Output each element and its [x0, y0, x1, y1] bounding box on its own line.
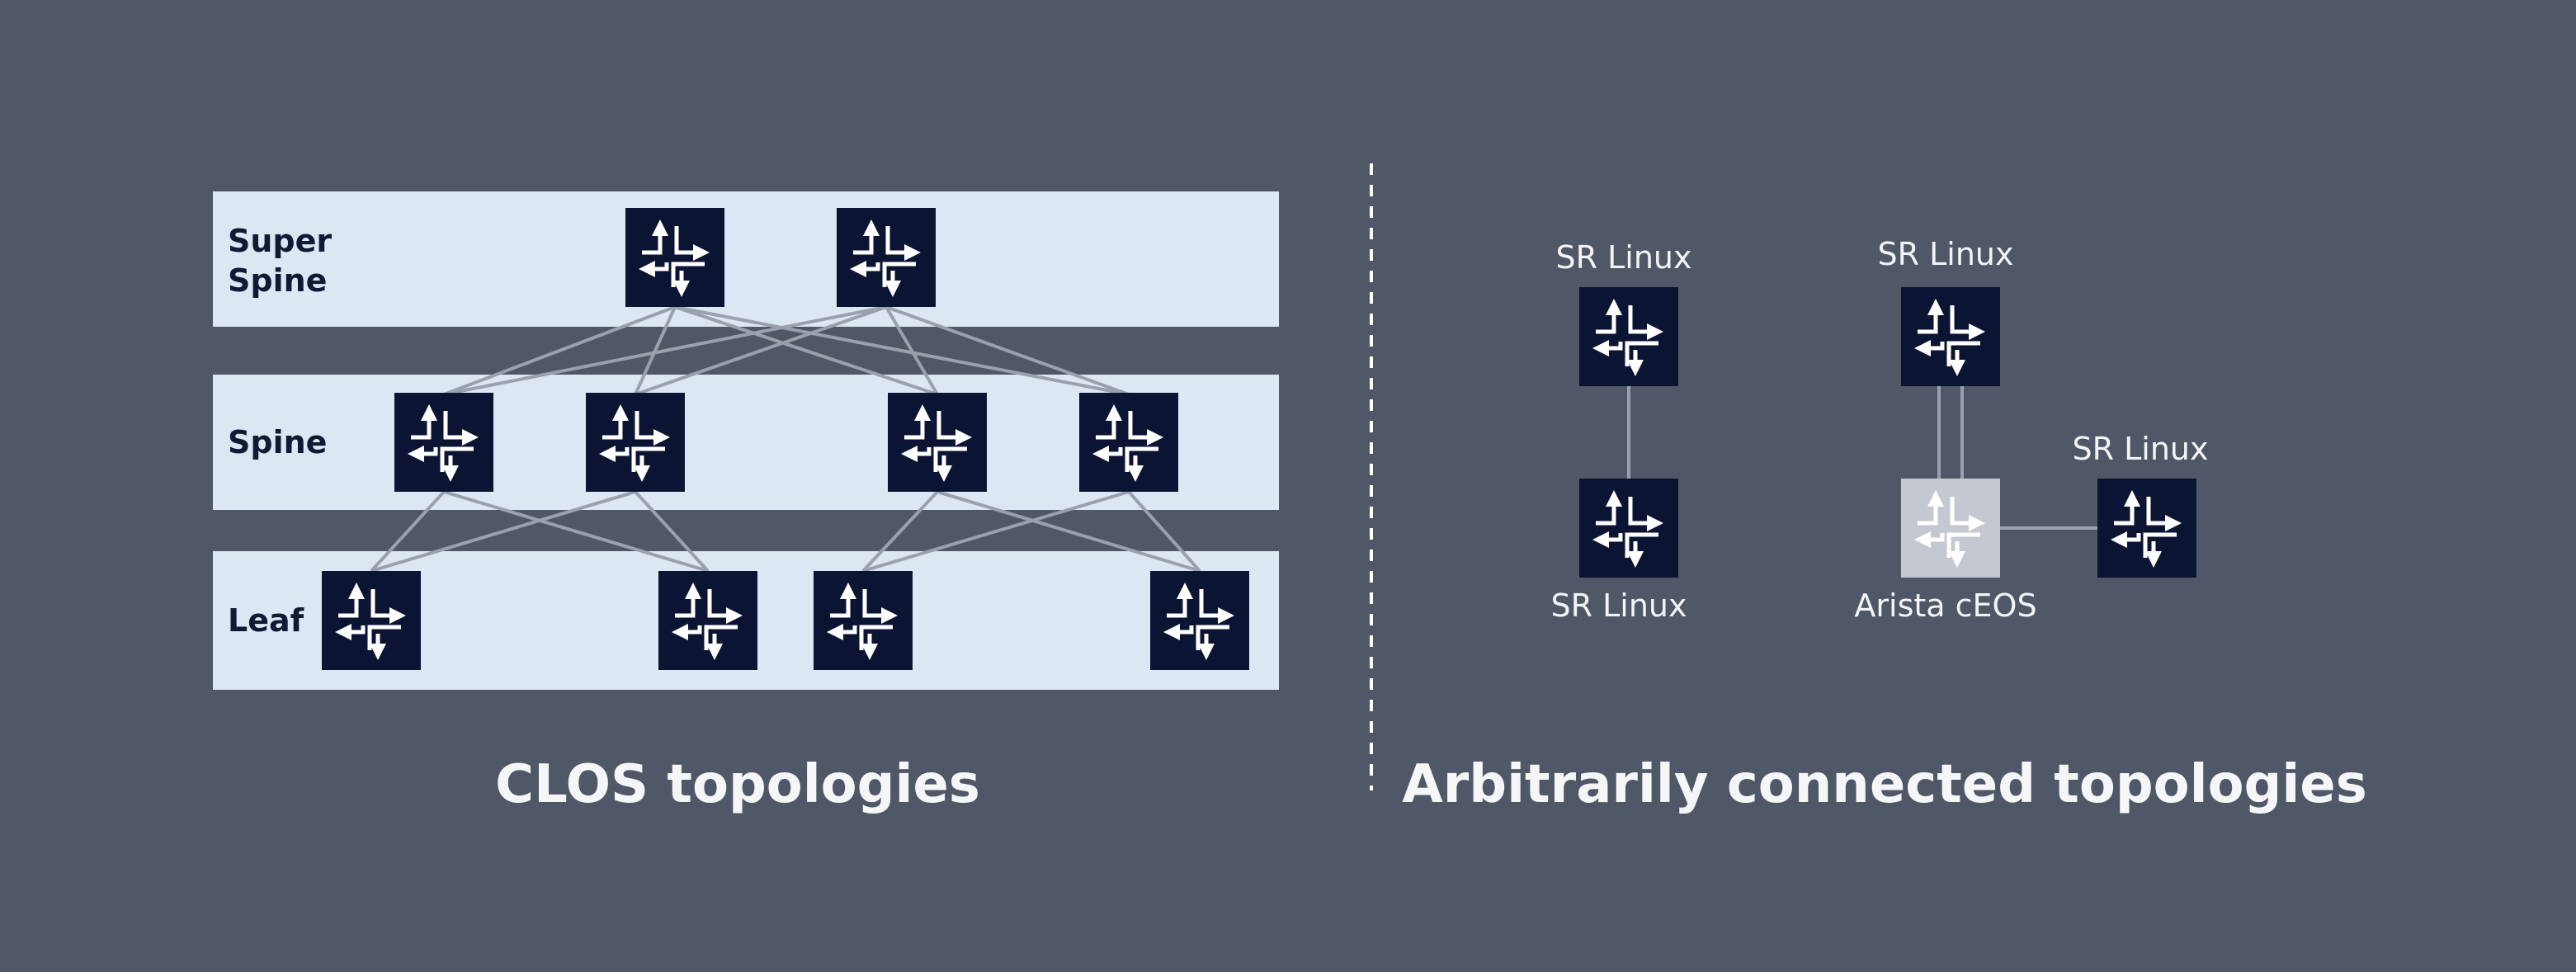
leaf-router-2	[658, 571, 757, 670]
arbitrary-router-b-bottom	[1901, 479, 2000, 578]
super-spine-router-2	[837, 208, 936, 307]
band-super-spine	[213, 191, 1279, 327]
caption-arbitrary: Arbitrarily connected topologies	[1402, 754, 2367, 815]
clos-links-upper	[443, 305, 1130, 396]
label-a-top: SR Linux	[1555, 239, 1692, 276]
arbitrary-links	[1627, 386, 2097, 530]
leaf-router-4	[1150, 571, 1249, 670]
label-b-top: SR Linux	[1877, 236, 2014, 272]
arbitrary-router-a-bottom	[1579, 479, 1678, 578]
spine-router-1	[394, 393, 493, 492]
band-label-spine: Spine	[228, 424, 328, 460]
clos-links-lower	[370, 490, 1201, 573]
arbitrary-router-b-right	[2097, 479, 2196, 578]
band-label-leaf: Leaf	[228, 602, 304, 639]
leaf-router-3	[814, 571, 913, 670]
super-spine-router-1	[625, 208, 724, 307]
label-a-bottom: SR Linux	[1550, 587, 1687, 624]
spine-router-3	[888, 393, 987, 492]
band-label-super-spine: Super Spine	[228, 223, 333, 299]
spine-router-4	[1079, 393, 1178, 492]
arbitrary-router-a-top	[1579, 287, 1678, 386]
arbitrary-router-b-top	[1901, 287, 2000, 386]
spine-router-2	[586, 393, 685, 492]
leaf-router-1	[322, 571, 421, 670]
label-b-bottom: Arista cEOS	[1854, 587, 2037, 624]
caption-clos: CLOS topologies	[495, 754, 980, 815]
label-b-right: SR Linux	[2072, 431, 2209, 467]
